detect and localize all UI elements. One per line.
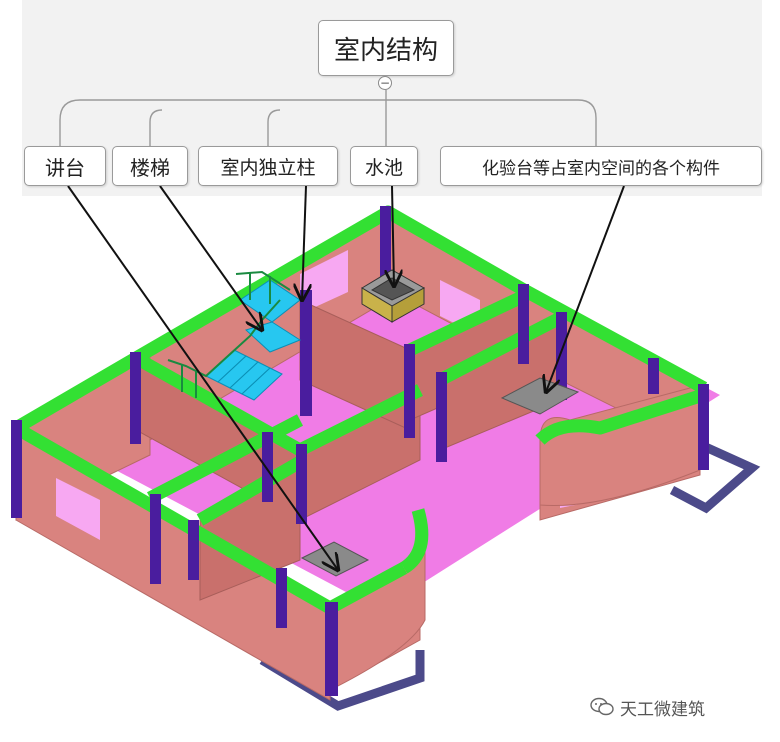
- mindmap-root-node[interactable]: 室内结构: [318, 20, 454, 76]
- sink: [361, 269, 426, 323]
- arrow-sink: [392, 185, 394, 286]
- mindmap-node-stairs[interactable]: 楼梯: [112, 146, 188, 186]
- collapse-toggle-icon[interactable]: −: [378, 76, 392, 90]
- arrow-bench: [546, 185, 625, 392]
- stair-railings: [167, 270, 291, 398]
- arrow-podium: [67, 185, 338, 570]
- arrow-stairs: [159, 185, 262, 330]
- watermark: 天工微建筑: [590, 694, 705, 720]
- mindmap-node-sink[interactable]: 水池: [350, 146, 418, 186]
- mindmap-connectors: [59, 90, 597, 146]
- mindmap-node-podium[interactable]: 讲台: [24, 146, 106, 186]
- watermark-text: 天工微建筑: [620, 699, 705, 720]
- mindmap-node-lab-bench[interactable]: 化验台等占室内空间的各个构件: [440, 146, 762, 186]
- callout-arrows: [67, 185, 625, 570]
- arrow-column: [302, 185, 306, 300]
- columns: [11, 206, 709, 696]
- mindmap-node-column[interactable]: 室内独立柱: [198, 146, 338, 186]
- wechat-icon: [590, 697, 614, 716]
